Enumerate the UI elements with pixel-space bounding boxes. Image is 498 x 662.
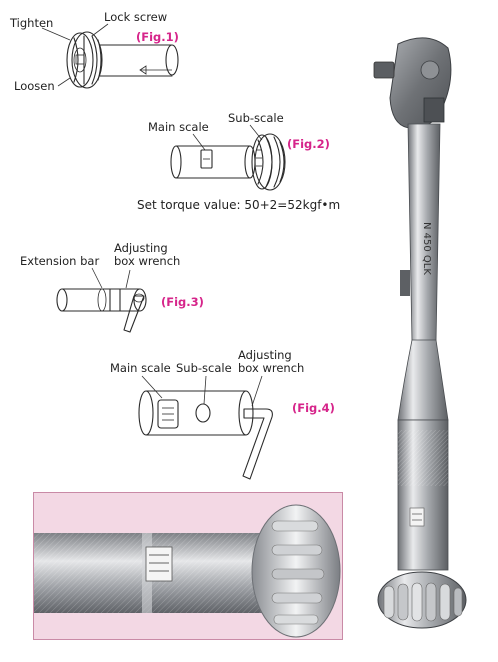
set-torque-value: Set torque value: 50+2=52kgf•m bbox=[137, 198, 341, 212]
fig2-main-scale-label: Main scale bbox=[148, 120, 209, 134]
wrench-model-text: N 450 QLK bbox=[421, 222, 432, 275]
fig3-caption: (Fig.3) bbox=[161, 295, 204, 309]
fig2-sub-scale-label: Sub-scale bbox=[228, 111, 284, 125]
fig3-adjusting-label-2: box wrench bbox=[114, 254, 181, 268]
fig2-caption: (Fig.2) bbox=[287, 137, 330, 151]
fig1-caption: (Fig.1) bbox=[136, 30, 179, 44]
fig4-main-scale-label: Main scale bbox=[110, 361, 171, 375]
tighten-label: Tighten bbox=[10, 16, 54, 30]
fig3-adjusting-label-1: Adjusting bbox=[114, 241, 168, 255]
fig4-adjusting-label-2: box wrench bbox=[238, 361, 305, 375]
fig4-adjusting-label-1: Adjusting bbox=[238, 348, 292, 362]
fig4-caption: (Fig.4) bbox=[292, 401, 335, 415]
scale-photo bbox=[34, 504, 341, 638]
loosen-label: Loosen bbox=[14, 79, 55, 93]
scale-photo-inset bbox=[33, 492, 343, 640]
fig4-sub-scale-label: Sub-scale bbox=[176, 361, 232, 375]
extension-bar-label: Extension bar bbox=[20, 254, 100, 268]
lock-screw-label: Lock screw bbox=[104, 10, 168, 24]
